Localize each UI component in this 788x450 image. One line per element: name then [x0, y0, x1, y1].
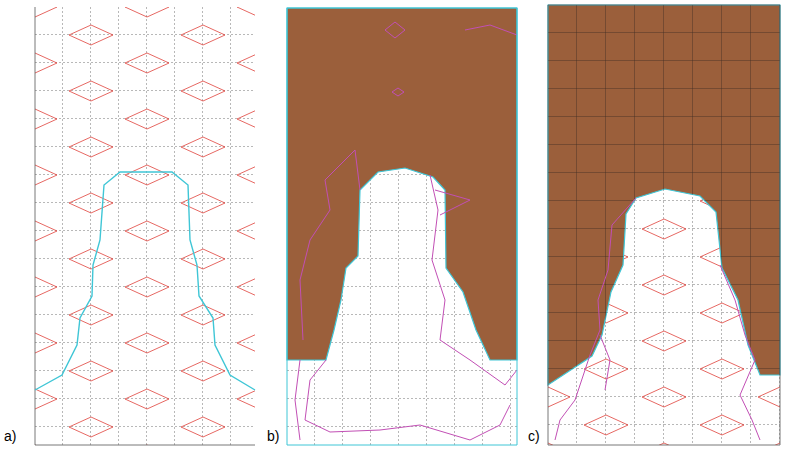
panel-b — [287, 8, 517, 445]
panel-label: a) — [4, 428, 16, 444]
panel-c — [548, 5, 780, 445]
panel-a — [35, 7, 255, 445]
panel-label: b) — [267, 428, 279, 444]
panel-label: c) — [528, 428, 540, 444]
